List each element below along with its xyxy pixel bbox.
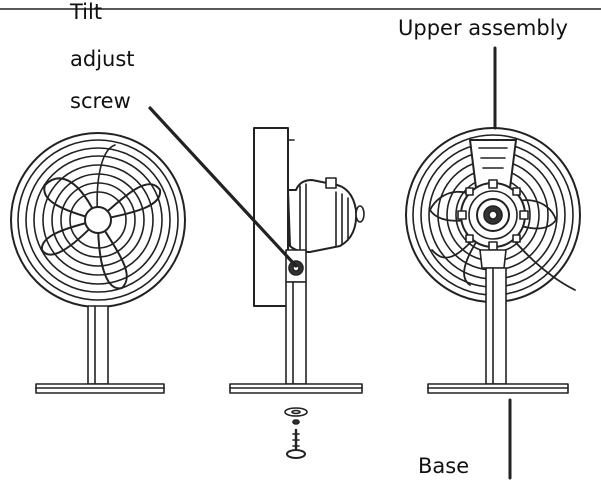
- tilt-label-line1: Tilt: [70, 0, 103, 24]
- rear-view-fan: [405, 127, 581, 394]
- upper-assembly-label: Upper assembly: [398, 16, 568, 40]
- tilt-label-line3: screw: [70, 89, 131, 113]
- tilt-label-line2: adjust: [70, 47, 135, 71]
- front-view-fan: [10, 132, 186, 394]
- tilt-screw-leader: [148, 106, 298, 268]
- side-view-fan: [229, 127, 365, 459]
- base-label: Base: [418, 454, 470, 478]
